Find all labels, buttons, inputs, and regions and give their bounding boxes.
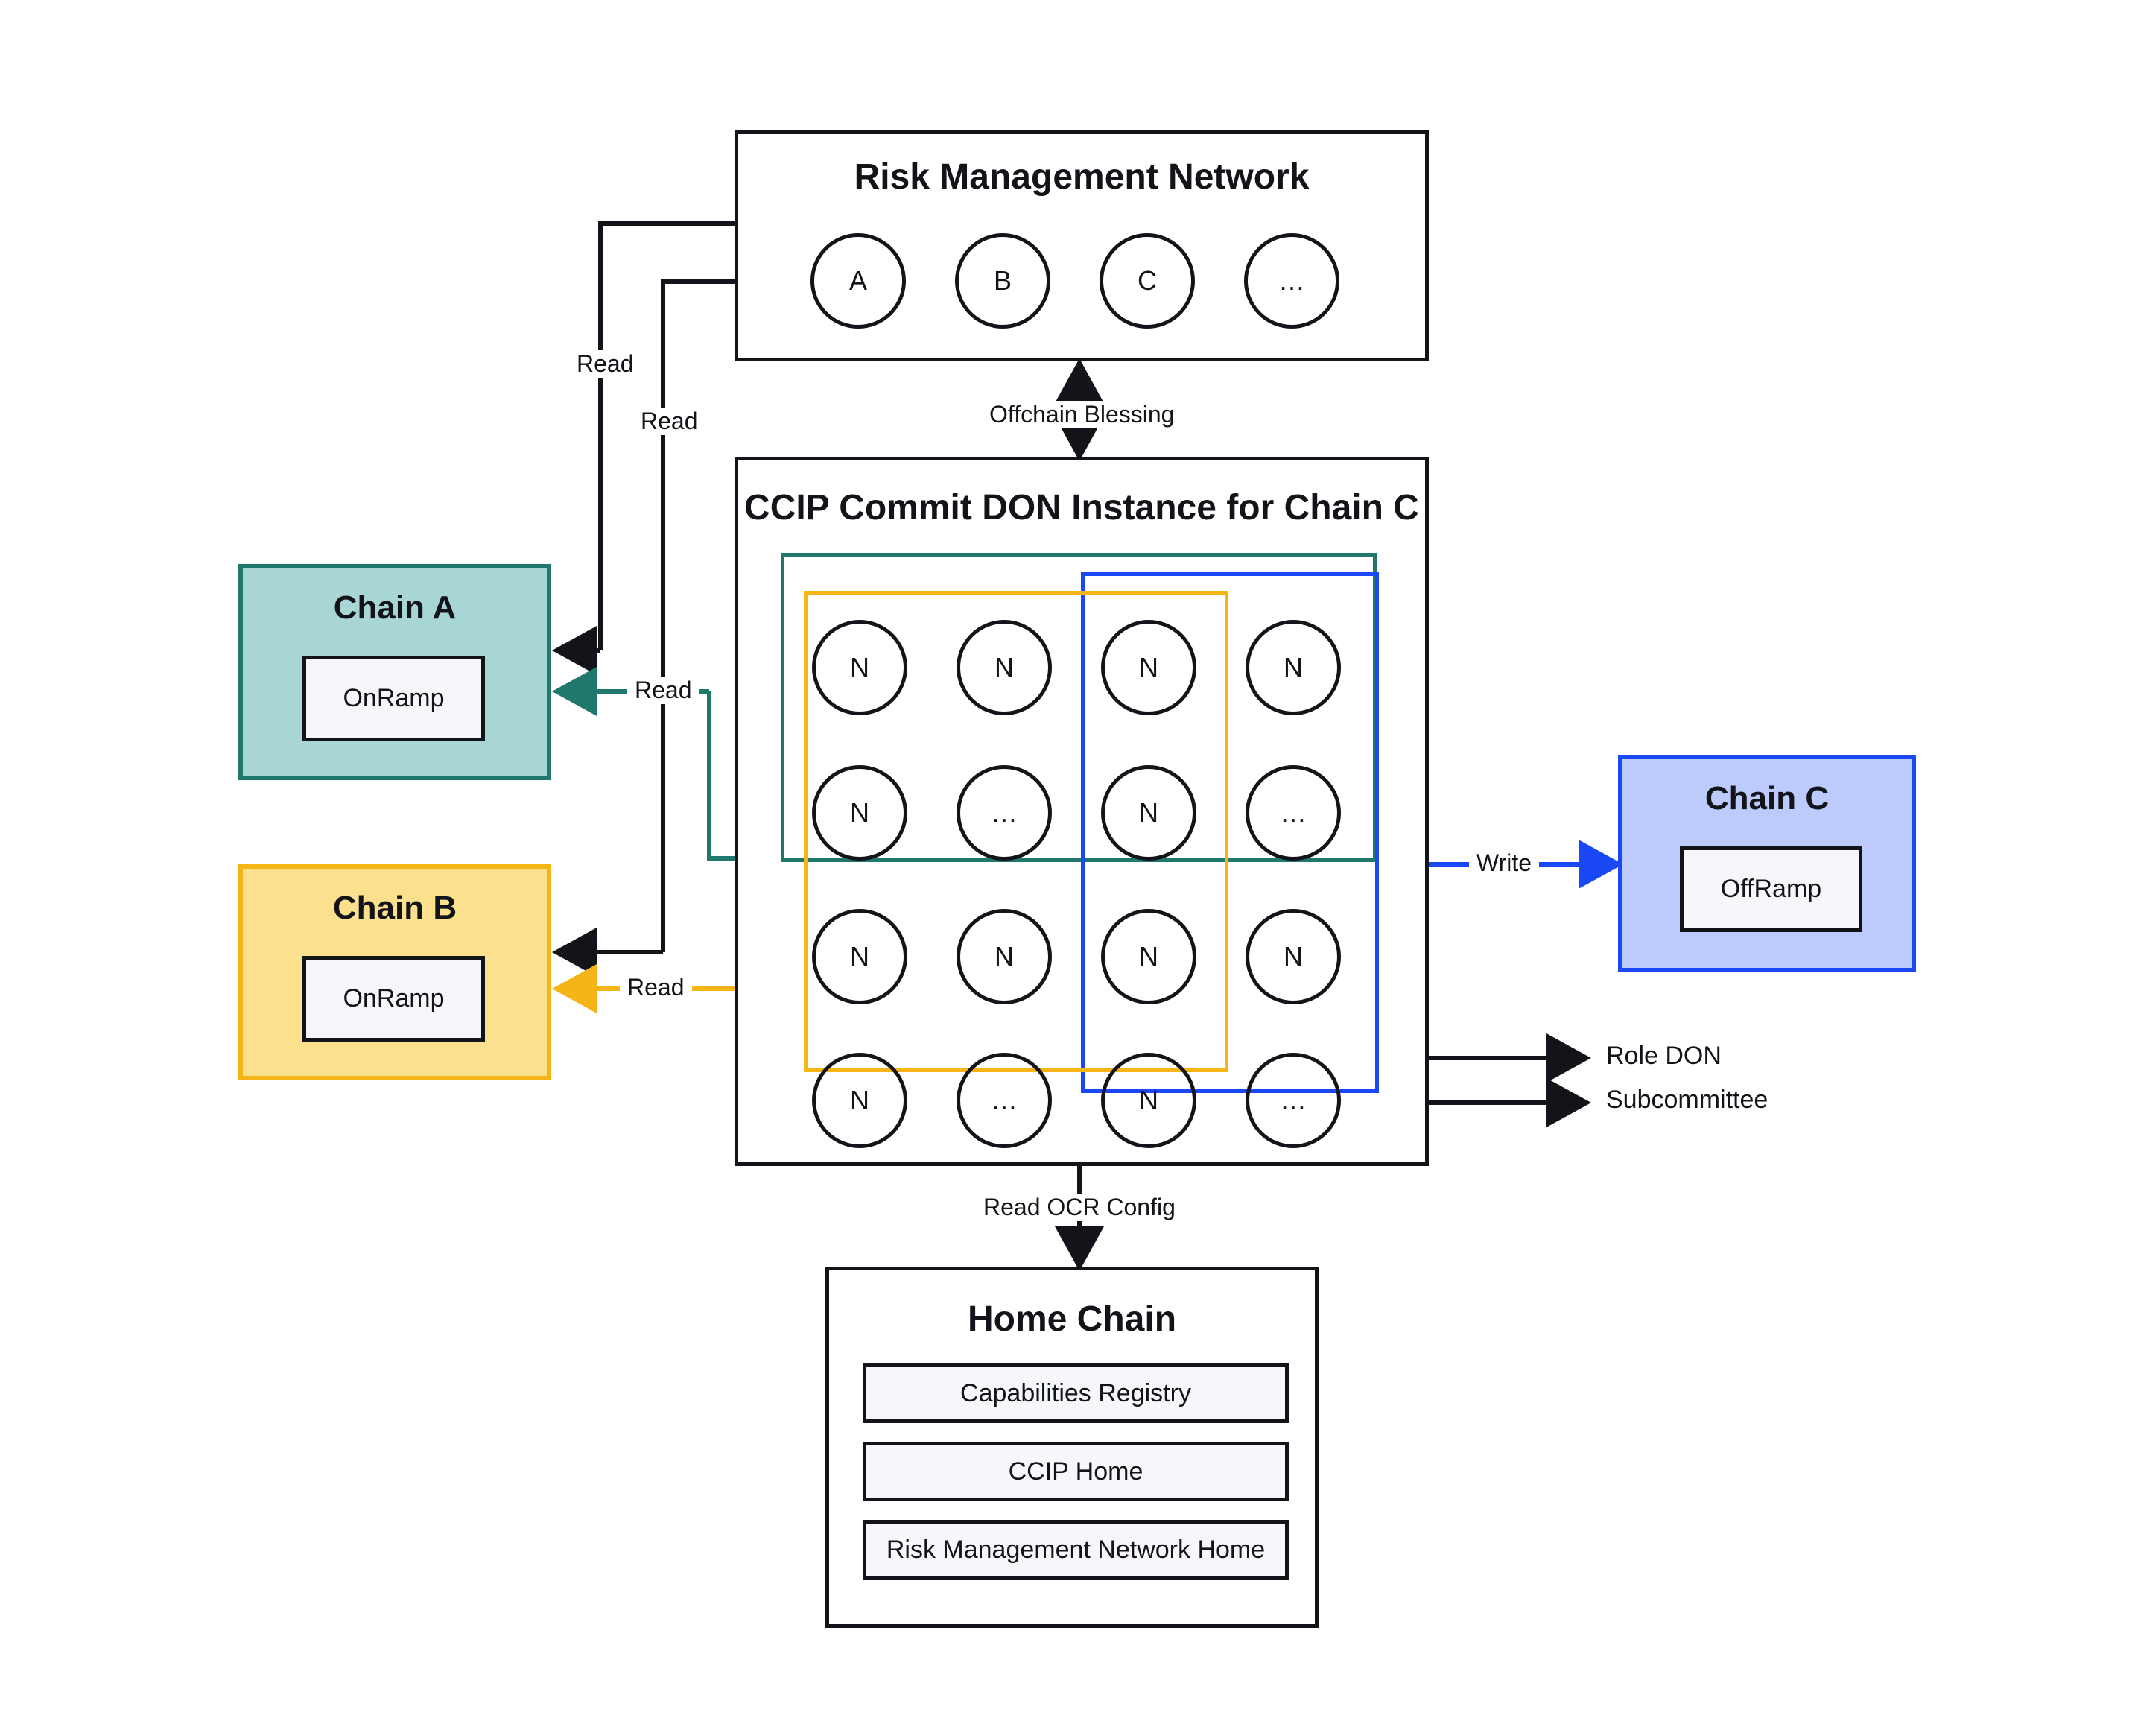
don-node-r3c3[interactable]: N	[1101, 909, 1196, 1004]
don-node-r4c4[interactable]: …	[1246, 1053, 1341, 1148]
don-node-r2c2[interactable]: …	[957, 765, 1052, 861]
chain-b-box[interactable]: Chain B OnRamp	[238, 864, 551, 1080]
don-node-r1c4[interactable]: N	[1246, 620, 1341, 715]
edge-label-read-rmn-b: Read	[633, 408, 705, 435]
risk-management-network-title: Risk Management Network	[854, 157, 1310, 197]
rmn-node-c[interactable]: C	[1100, 233, 1195, 329]
chain-c-offramp[interactable]: OffRamp	[1680, 846, 1862, 932]
don-node-r4c2[interactable]: …	[957, 1053, 1052, 1148]
edge-label-write: Write	[1469, 849, 1540, 877]
don-node-r3c2[interactable]: N	[957, 909, 1052, 1004]
don-node-r3c1[interactable]: N	[812, 909, 907, 1004]
edge-rmn-to-chain-a	[598, 221, 735, 650]
chain-b-onramp[interactable]: OnRamp	[302, 956, 485, 1042]
don-node-r1c2[interactable]: N	[957, 620, 1052, 715]
edge-label-offchain-blessing: Offchain Blessing	[982, 401, 1182, 428]
rmn-node-a[interactable]: A	[810, 233, 906, 329]
don-node-r2c4[interactable]: …	[1246, 765, 1341, 861]
edge-label-read-don-b: Read	[620, 974, 692, 1001]
home-chain-box[interactable]: Home Chain Capabilities Registry CCIP Ho…	[825, 1267, 1319, 1628]
home-chain-item-ccip-home[interactable]: CCIP Home	[863, 1442, 1289, 1501]
home-chain-title: Home Chain	[967, 1299, 1177, 1339]
don-node-r2c3[interactable]: N	[1101, 765, 1196, 861]
home-chain-item-capabilities-registry[interactable]: Capabilities Registry	[863, 1363, 1289, 1423]
chain-c-box[interactable]: Chain C OffRamp	[1618, 755, 1916, 972]
legend-role-don: Role DON	[1606, 1042, 1722, 1070]
ccip-commit-don-box[interactable]: CCIP Commit DON Instance for Chain C N N…	[735, 457, 1429, 1166]
chain-a-title: Chain A	[333, 589, 457, 626]
edge-label-read-ocr-config: Read OCR Config	[976, 1194, 1183, 1221]
chain-a-box[interactable]: Chain A OnRamp	[238, 564, 551, 780]
don-node-r3c4[interactable]: N	[1246, 909, 1341, 1004]
don-node-r1c3[interactable]: N	[1101, 620, 1196, 715]
edge-rmn-to-chain-b	[661, 279, 735, 952]
home-chain-item-rmn-home[interactable]: Risk Management Network Home	[863, 1520, 1289, 1580]
don-node-r1c1[interactable]: N	[812, 620, 907, 715]
chain-c-title: Chain C	[1704, 780, 1830, 817]
chain-a-onramp[interactable]: OnRamp	[302, 656, 485, 741]
rmn-node-ellipsis[interactable]: …	[1244, 233, 1339, 329]
ccip-commit-don-title: CCIP Commit DON Instance for Chain C	[744, 488, 1419, 528]
risk-management-network-box[interactable]: Risk Management Network A B C …	[735, 130, 1429, 361]
don-node-r4c3[interactable]: N	[1101, 1053, 1196, 1148]
don-node-r4c1[interactable]: N	[812, 1053, 907, 1148]
legend-subcommittee: Subcommittee	[1606, 1086, 1768, 1114]
chain-b-title: Chain B	[332, 890, 457, 926]
don-node-r2c1[interactable]: N	[812, 765, 907, 861]
edge-label-read-don-a: Read	[627, 677, 699, 704]
edge-label-read-rmn-a: Read	[569, 350, 641, 378]
rmn-node-b[interactable]: B	[955, 233, 1050, 329]
